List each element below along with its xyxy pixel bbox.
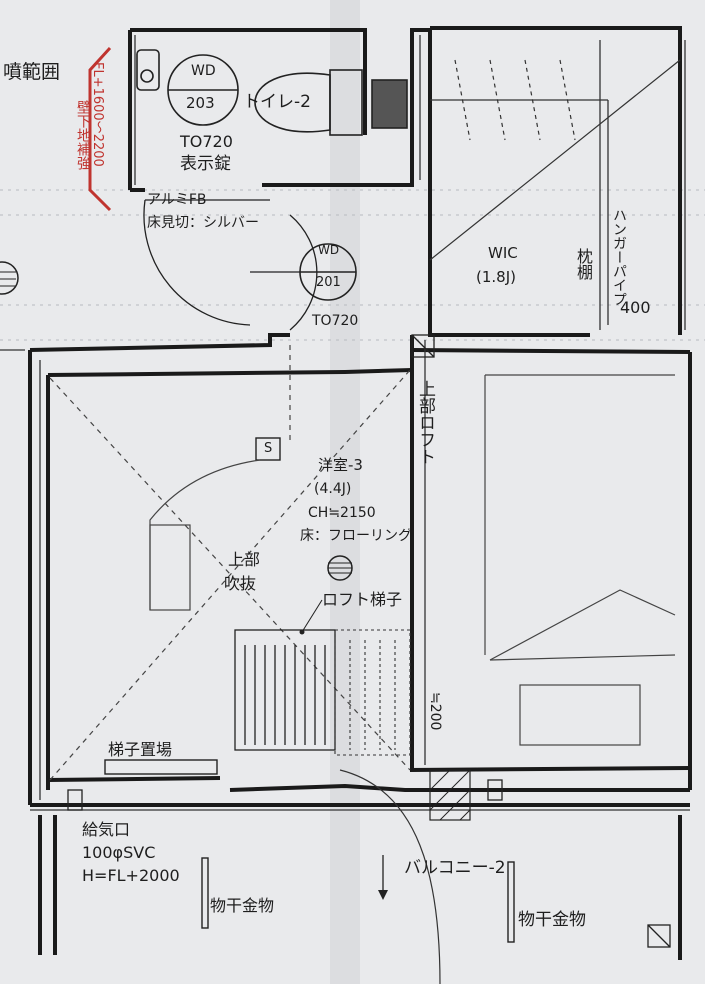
wall-reinforce-marker: [88, 46, 112, 212]
wd203-bottom: 203: [186, 94, 215, 112]
spray-range-label: 噴範囲: [3, 61, 61, 83]
fl-range-label: FL+1600～2200: [90, 62, 105, 167]
ladder-leader-dot: [299, 629, 305, 635]
svc-label: 100φSVC: [82, 843, 156, 862]
dim-200-label: ≒200: [427, 692, 443, 731]
drying-hardware-left-label: 物干金物: [210, 896, 275, 915]
wic-lines: [429, 59, 681, 261]
ladder-dashed: [334, 629, 411, 756]
room-curve: [149, 459, 261, 611]
drying-hardware-right-label: 物干金物: [518, 910, 586, 930]
alumi-fb-label: アルミFB: [147, 192, 207, 208]
room-vent-icon: [327, 555, 353, 581]
grid-lines: [0, 189, 705, 341]
drying-posts: [201, 857, 515, 943]
walls: [28, 26, 692, 960]
upper-void-1: 上部: [228, 550, 261, 569]
toilet-label: トイレ-2: [243, 92, 311, 112]
floor-finish-label: 床：フローリング: [300, 528, 412, 544]
balcony-curve: [339, 769, 441, 984]
wall-reinforce-label: 壁下地補強: [75, 100, 91, 170]
wd201-bottom: 201: [316, 275, 341, 290]
floor-sill-label: 床見切：シルバー: [147, 215, 259, 231]
ladder-leader: [301, 599, 323, 633]
ladder-storage-label: 梯子置場: [108, 740, 173, 759]
ceiling-height-label: CH≒2150: [308, 505, 376, 521]
small-markers: [67, 334, 671, 948]
to720-room-label: TO720: [312, 313, 359, 329]
wic-size-label: (1.8J): [476, 268, 516, 286]
intake-height-label: H=FL+2000: [82, 866, 180, 885]
upper-void-2: 吹抜: [224, 574, 257, 593]
wic-label: WIC: [488, 244, 518, 262]
loft-ladder-label: ロフト梯子: [322, 590, 403, 609]
loft-ladder: [234, 629, 336, 751]
display-lock-label: 表示錠: [180, 154, 231, 174]
wd203-top: WD: [191, 63, 216, 79]
wd201-top: WD: [318, 243, 340, 257]
wall-inner-lines: [0, 35, 690, 811]
air-intake-label: 給気口: [82, 820, 131, 839]
shelf-label: 枕棚: [574, 248, 593, 280]
vent-icon: [0, 261, 19, 295]
dim-400-label: 400: [620, 298, 651, 317]
void-cross-lines: [49, 345, 411, 781]
paper-fold-shadow: [330, 0, 360, 984]
ladder-storage-box: [104, 759, 218, 775]
hatched-column: [429, 769, 471, 821]
hanger-pipe-label: ハンガーパイプ: [611, 208, 627, 306]
switch-label: S: [264, 441, 273, 456]
room-size-label: (4.4J): [314, 481, 352, 497]
door-swings: [143, 199, 318, 331]
balcony-arrow-head: [378, 890, 388, 900]
switch-box: [255, 437, 281, 461]
balcony-label: バルコニー-2: [404, 858, 506, 878]
upper-loft-label: 上部ロフト: [415, 380, 435, 465]
to720-toilet-label: TO720: [180, 132, 233, 151]
door-tag-wd203: [167, 54, 239, 126]
room-name-label: 洋室-3: [318, 456, 363, 474]
toilet-fixtures: [136, 49, 408, 136]
loft-lines: [484, 374, 676, 746]
